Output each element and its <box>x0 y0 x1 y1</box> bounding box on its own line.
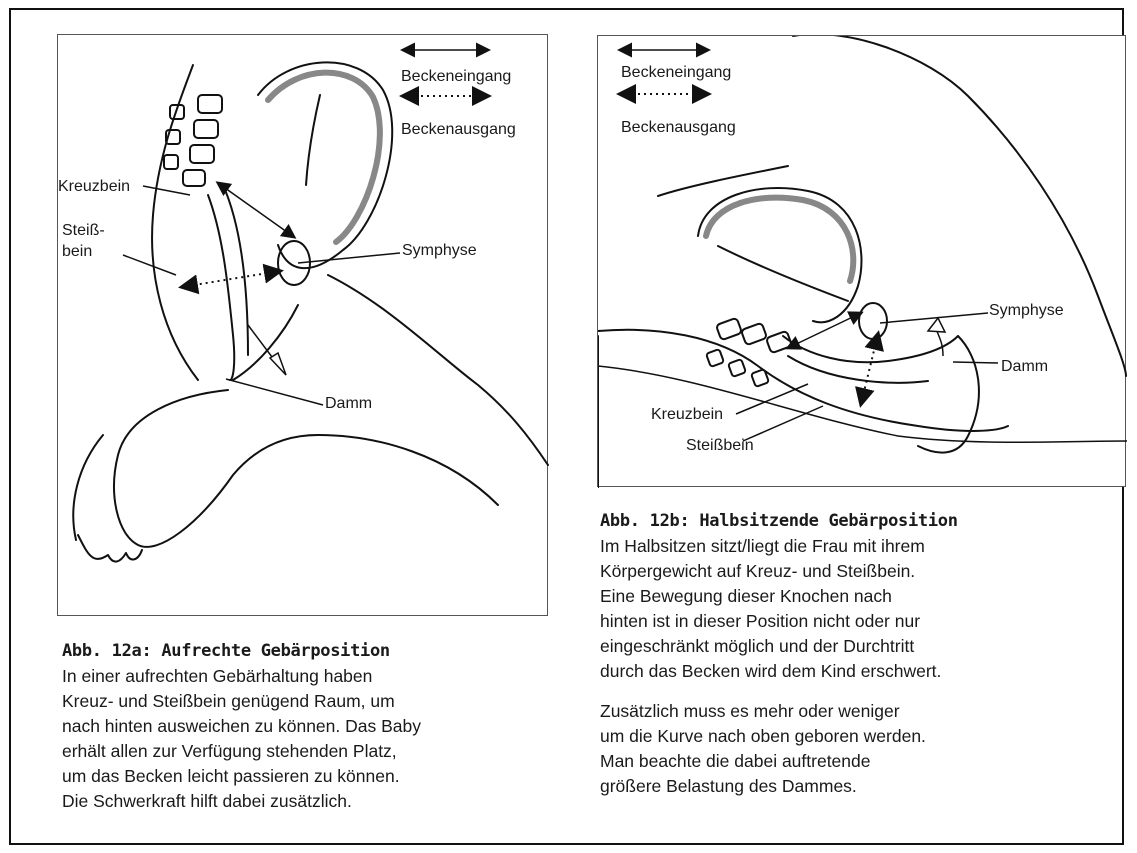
vertebra <box>190 145 214 163</box>
caption-line: In einer aufrechten Gebärhaltung haben <box>62 664 542 689</box>
pelvic-outlet-arrow <box>182 271 280 287</box>
caption-line: Zusätzlich muss es mehr oder weniger <box>600 699 1120 724</box>
arm-outline <box>658 166 788 196</box>
coccyx-label-line1: Steiß- <box>62 221 105 240</box>
vertebra <box>183 170 205 186</box>
symphysis-label: Symphyse <box>989 301 1064 320</box>
pelvic-inlet-arrow <box>788 313 861 348</box>
coccyx-label: Steißbein <box>686 436 754 455</box>
caption-line: Körpergewicht auf Kreuz- und Steißbein. <box>600 559 1120 584</box>
symphysis-bone <box>859 303 887 339</box>
symphysis-label: Symphyse <box>402 241 477 260</box>
perineum-label: Damm <box>1001 357 1048 376</box>
perineum-label: Damm <box>325 394 372 413</box>
legend-outlet-label: Beckenausgang <box>621 118 736 137</box>
caption-line: Man beachte die dabei auftretende <box>600 749 1120 774</box>
caption-line: hinten ist in dieser Position nicht oder… <box>600 609 1120 634</box>
caption-line: Eine Bewegung dieser Knochen nach <box>600 584 1120 609</box>
caption-line: durch das Becken wird dem Kind erschwert… <box>600 659 1120 684</box>
torso-outline <box>793 36 1126 376</box>
vertebra <box>194 120 218 138</box>
caption-line: erhält allen zur Verfügung stehenden Pla… <box>62 739 542 764</box>
vertebra <box>741 323 767 346</box>
back-outline <box>152 65 198 380</box>
figure-b-caption-title: Abb. 12b: Halbsitzende Gebärposition <box>600 509 1120 534</box>
figure-a-caption-title: Abb. 12a: Aufrechte Gebärposition <box>62 639 542 664</box>
legend-outlet-label: Beckenausgang <box>401 120 516 139</box>
caption-line: Im Halbsitzen sitzt/liegt die Frau mit i… <box>600 534 1120 559</box>
coccyx-label-line2: bein <box>62 242 92 261</box>
pelvic-inlet-arrow <box>218 183 294 237</box>
figure-a-panel: Beckeneingang Beckenausgang Kreuzbein St… <box>57 34 548 616</box>
caption-line: Kreuz- und Steißbein genügend Raum, um <box>62 689 542 714</box>
vertebra <box>766 331 792 354</box>
caption-line: um das Becken leicht passieren zu können… <box>62 764 542 789</box>
figure-a-caption: Abb. 12a: Aufrechte Gebärposition In ein… <box>62 639 542 814</box>
legend-inlet-label: Beckeneingang <box>401 67 511 86</box>
birth-direction-arrowhead <box>270 353 286 375</box>
figure-b-caption: Abb. 12b: Halbsitzende Gebärposition Im … <box>600 509 1120 799</box>
figure-b-panel: Beckeneingang Beckenausgang Symphyse Dam… <box>597 35 1126 487</box>
sacrum-label: Kreuzbein <box>58 177 130 196</box>
vertebra <box>716 318 742 341</box>
caption-line: größere Belastung des Dammes. <box>600 774 1120 799</box>
foot-outline <box>78 535 142 562</box>
caption-line: um die Kurve nach oben geboren werden. <box>600 724 1120 749</box>
legend-inlet-label: Beckeneingang <box>621 63 731 82</box>
leg-outline <box>114 390 498 547</box>
vertebra <box>198 95 222 113</box>
caption-line: eingeschränkt möglich und der Durchtritt <box>600 634 1120 659</box>
thigh-outline <box>328 275 548 465</box>
birth-direction-arrowhead <box>928 318 945 332</box>
sacrum-label: Kreuzbein <box>651 405 723 424</box>
caption-line: nach hinten ausweichen zu können. Das Ba… <box>62 714 542 739</box>
caption-line: Die Schwerkraft hilft dabei zusätzlich. <box>62 789 542 814</box>
pelvic-outlet-arrow <box>861 334 878 404</box>
